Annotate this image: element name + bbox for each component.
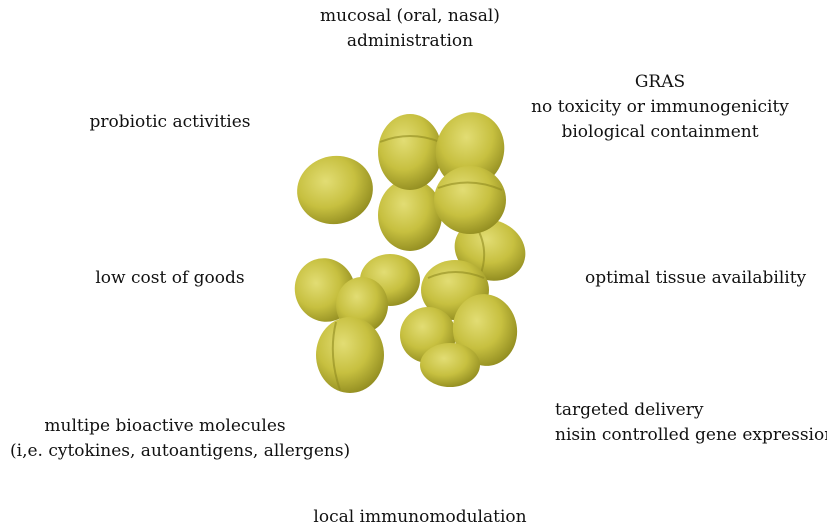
- label-line: GRAS: [634, 72, 686, 92]
- label-local-immunomodulation: local immunomodulation: [290, 505, 550, 530]
- label-line: (i,e. cytokines, autoantigens, allergens…: [10, 441, 351, 461]
- label-low-cost: low cost of goods: [80, 266, 260, 291]
- bacterium-cell: [316, 317, 384, 393]
- bacteria-cluster-image: [294, 112, 526, 393]
- bacterium-cell: [434, 166, 506, 234]
- label-line: no toxicity or immunogenicity: [531, 97, 789, 117]
- label-gras: GRAS no toxicity or immunogenicity biolo…: [520, 70, 800, 145]
- label-targeted-delivery: targeted delivery nisin controlled gene …: [555, 398, 827, 448]
- label-line: local immunomodulation: [313, 507, 527, 527]
- label-line: biological containment: [561, 122, 759, 142]
- label-line: nisin controlled gene expression: [555, 425, 827, 445]
- label-line: administration: [346, 31, 474, 51]
- bacterium-cell: [378, 179, 442, 251]
- bacterium-cell: [420, 343, 480, 387]
- label-line: multipe bioactive molecules: [44, 416, 286, 436]
- bacterium-cell: [435, 112, 505, 188]
- label-mucosal-administration: mucosal (oral, nasal) administration: [280, 4, 540, 54]
- label-probiotic-activities: probiotic activities: [80, 110, 260, 135]
- bacterium-cell: [297, 155, 373, 225]
- label-line: targeted delivery: [555, 400, 704, 420]
- label-tissue-availability: optimal tissue availability: [585, 266, 807, 291]
- label-line: low cost of goods: [95, 268, 245, 288]
- bacterium-cell: [378, 114, 442, 190]
- label-line: optimal tissue availability: [585, 268, 807, 288]
- label-line: probiotic activities: [89, 112, 251, 132]
- label-line: mucosal (oral, nasal): [320, 6, 500, 26]
- label-bioactive-molecules: multipe bioactive molecules (i,e. cytoki…: [10, 414, 351, 464]
